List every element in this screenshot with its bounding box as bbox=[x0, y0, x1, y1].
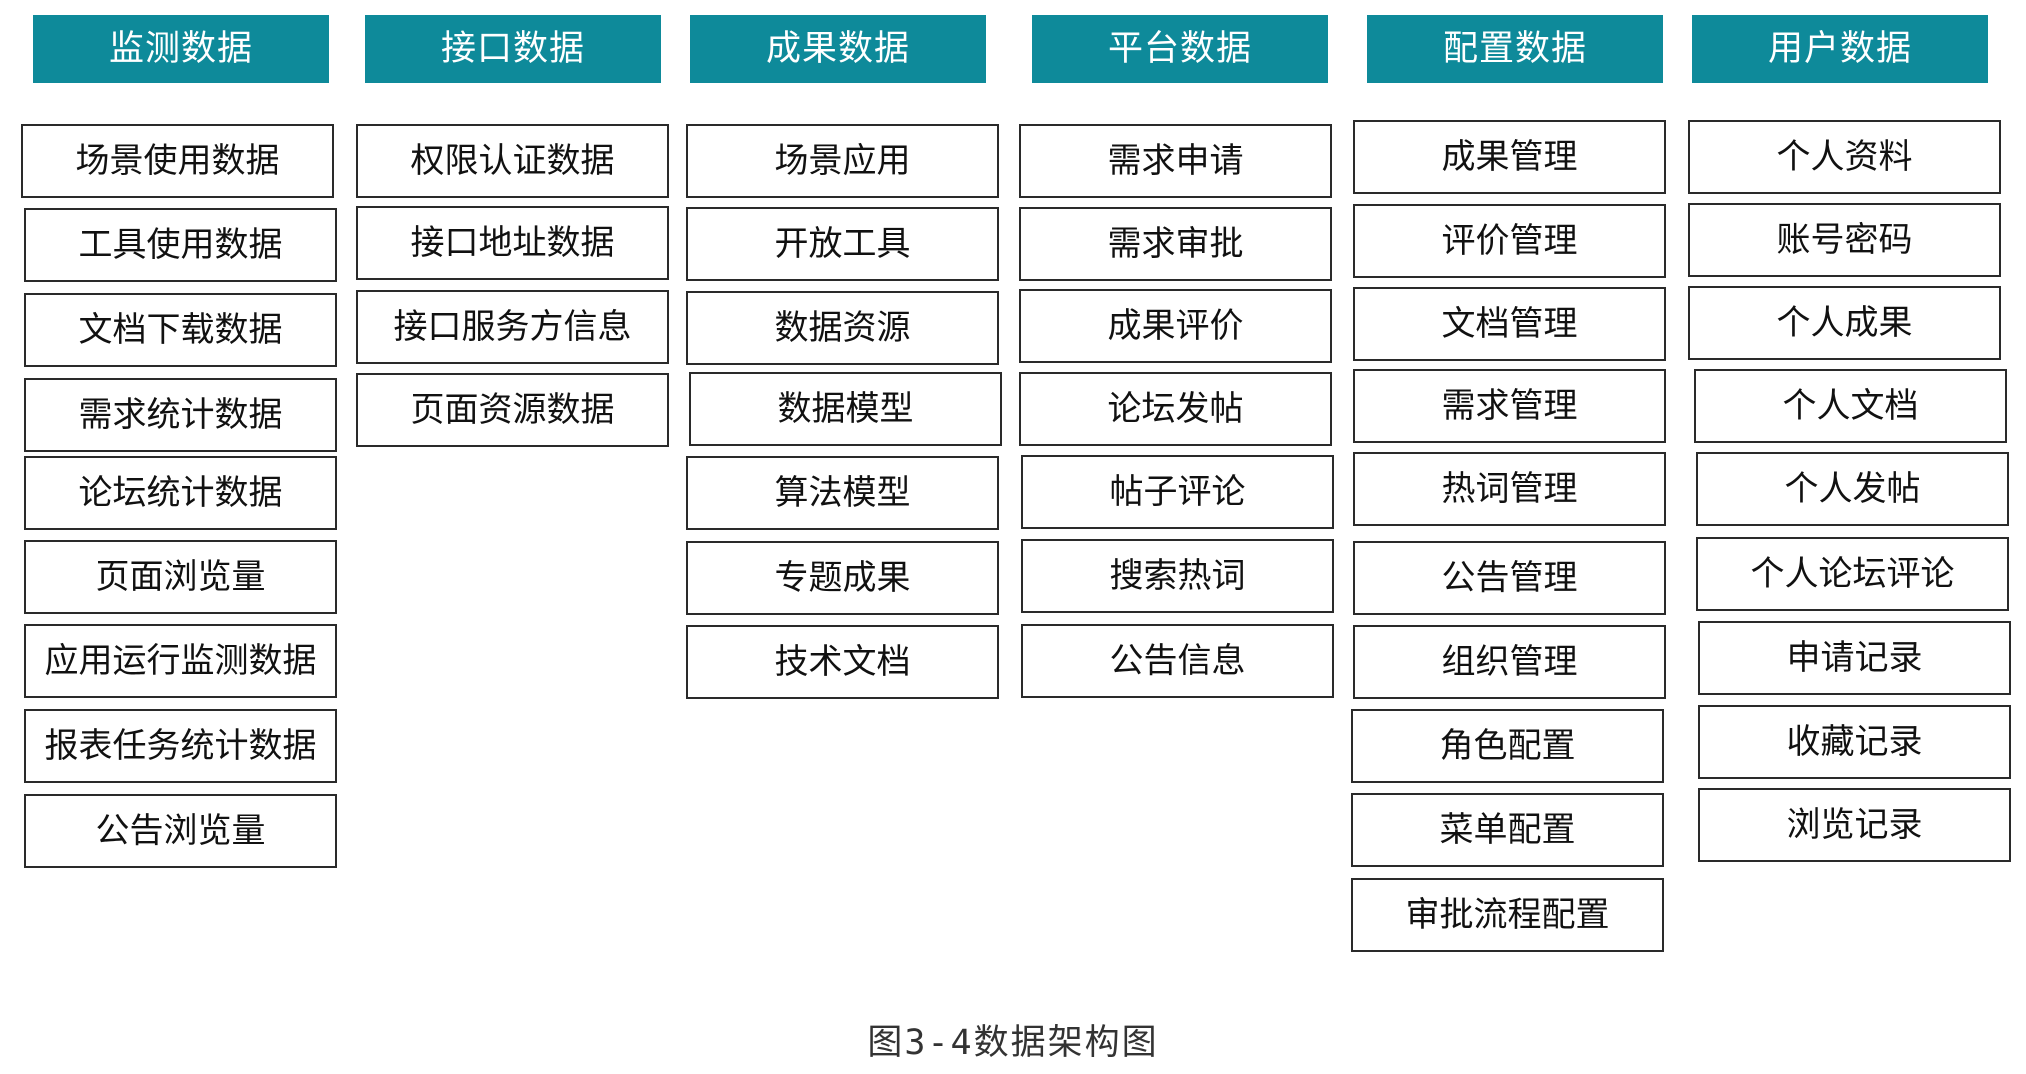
data-item-box: 文档下载数据 bbox=[24, 293, 337, 367]
category-header: 用户数据 bbox=[1692, 15, 1988, 83]
data-item-box: 数据模型 bbox=[689, 372, 1002, 446]
category-header: 接口数据 bbox=[365, 15, 661, 83]
data-item-box: 算法模型 bbox=[686, 456, 999, 530]
data-item-box: 个人文档 bbox=[1694, 369, 2007, 443]
data-item-box: 成果管理 bbox=[1353, 120, 1666, 194]
data-item-box: 技术文档 bbox=[686, 625, 999, 699]
category-header: 平台数据 bbox=[1032, 15, 1328, 83]
data-item-box: 专题成果 bbox=[686, 541, 999, 615]
data-item-box: 报表任务统计数据 bbox=[24, 709, 337, 783]
data-item-box: 接口地址数据 bbox=[356, 206, 669, 280]
data-item-box: 页面浏览量 bbox=[24, 540, 337, 614]
category-header: 配置数据 bbox=[1367, 15, 1663, 83]
data-item-box: 需求统计数据 bbox=[24, 378, 337, 452]
data-item-box: 数据资源 bbox=[686, 291, 999, 365]
data-item-box: 文档管理 bbox=[1353, 287, 1666, 361]
data-item-box: 成果评价 bbox=[1019, 289, 1332, 363]
data-item-box: 场景使用数据 bbox=[21, 124, 334, 198]
data-item-box: 接口服务方信息 bbox=[356, 290, 669, 364]
data-item-box: 个人论坛评论 bbox=[1696, 537, 2009, 611]
data-item-box: 收藏记录 bbox=[1698, 705, 2011, 779]
data-item-box: 公告管理 bbox=[1353, 541, 1666, 615]
data-item-box: 工具使用数据 bbox=[24, 208, 337, 282]
data-item-box: 个人成果 bbox=[1688, 286, 2001, 360]
data-item-box: 个人发帖 bbox=[1696, 452, 2009, 526]
category-header: 成果数据 bbox=[690, 15, 986, 83]
data-item-box: 需求审批 bbox=[1019, 207, 1332, 281]
data-item-box: 需求申请 bbox=[1019, 124, 1332, 198]
category-header: 监测数据 bbox=[33, 15, 329, 83]
data-item-box: 开放工具 bbox=[686, 207, 999, 281]
data-item-box: 组织管理 bbox=[1353, 625, 1666, 699]
data-item-box: 场景应用 bbox=[686, 124, 999, 198]
data-item-box: 公告信息 bbox=[1021, 624, 1334, 698]
data-item-box: 权限认证数据 bbox=[356, 124, 669, 198]
data-item-box: 帖子评论 bbox=[1021, 455, 1334, 529]
data-item-box: 审批流程配置 bbox=[1351, 878, 1664, 952]
data-item-box: 菜单配置 bbox=[1351, 793, 1664, 867]
figure-caption: 图3-4数据架构图 bbox=[867, 1023, 1159, 1063]
data-item-box: 个人资料 bbox=[1688, 120, 2001, 194]
data-item-box: 需求管理 bbox=[1353, 369, 1666, 443]
data-item-box: 评价管理 bbox=[1353, 204, 1666, 278]
data-item-box: 热词管理 bbox=[1353, 452, 1666, 526]
data-item-box: 公告浏览量 bbox=[24, 794, 337, 868]
data-item-box: 浏览记录 bbox=[1698, 788, 2011, 862]
data-item-box: 搜索热词 bbox=[1021, 539, 1334, 613]
data-item-box: 论坛统计数据 bbox=[24, 456, 337, 530]
data-item-box: 角色配置 bbox=[1351, 709, 1664, 783]
data-item-box: 账号密码 bbox=[1688, 203, 2001, 277]
data-item-box: 应用运行监测数据 bbox=[24, 624, 337, 698]
data-item-box: 申请记录 bbox=[1698, 621, 2011, 695]
data-item-box: 页面资源数据 bbox=[356, 373, 669, 447]
data-item-box: 论坛发帖 bbox=[1019, 372, 1332, 446]
